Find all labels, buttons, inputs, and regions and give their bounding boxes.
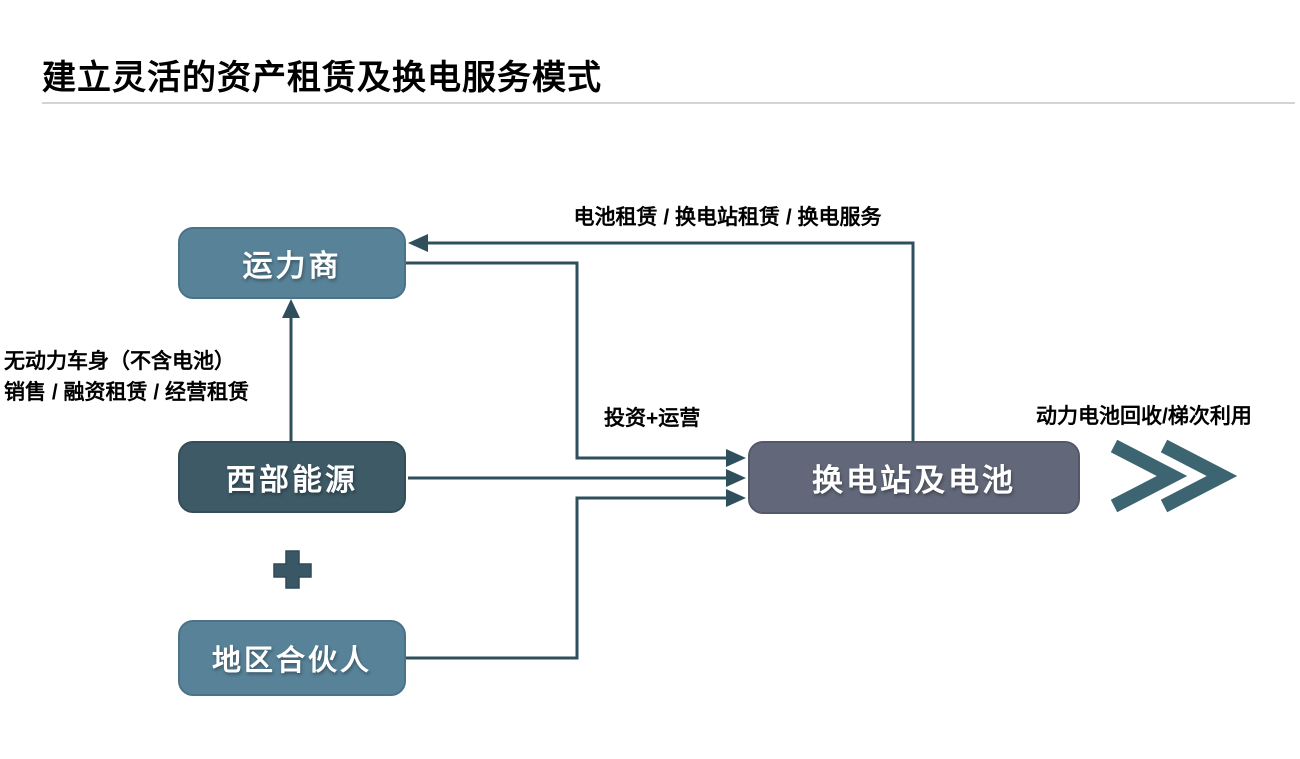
arrowhead-into-station-bottom — [726, 489, 746, 507]
page-title: 建立灵活的资产租赁及换电服务模式 — [42, 59, 602, 97]
edge-label-invest-operate: 投资+运营 — [604, 407, 701, 430]
arrowhead-into-station-top — [726, 449, 746, 467]
chevron-right-icon — [1160, 439, 1238, 513]
chevron-right-icon — [1110, 439, 1188, 513]
edge-label-body-sale-line1: 无动力车身（不含电池） — [4, 350, 235, 373]
node-regional-partner: 地区合伙人 — [178, 620, 406, 696]
title-divider — [42, 102, 1295, 104]
arrow-partner-to-station — [406, 496, 728, 660]
arrowhead-into-station-mid — [726, 469, 746, 487]
plus-icon — [273, 550, 312, 589]
arrowhead-into-carrier — [408, 234, 428, 252]
node-carrier: 运力商 — [178, 227, 406, 299]
edge-label-recycle: 动力电池回收/梯次利用 — [1036, 405, 1252, 428]
node-swap-station: 换电站及电池 — [748, 441, 1080, 514]
edge-label-battery-lease: 电池租赁 / 换电站租赁 / 换电服务 — [573, 206, 882, 229]
arrowhead-into-carrier-bottom — [282, 299, 300, 318]
node-western-energy: 西部能源 — [178, 441, 406, 513]
edge-label-body-sale-line2: 销售 / 融资租赁 / 经营租赁 — [4, 381, 250, 404]
double-chevron-right-icon — [1110, 439, 1238, 513]
edge-label-body-sale: 无动力车身（不含电池） 销售 / 融资租赁 / 经营租赁 — [4, 346, 249, 408]
